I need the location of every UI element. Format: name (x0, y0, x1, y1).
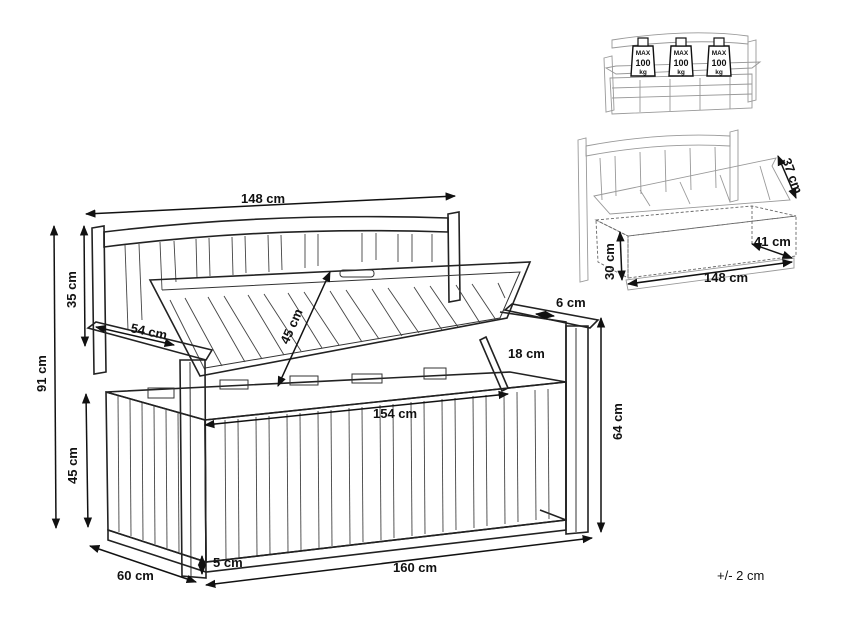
lid-inner-edge (161, 271, 521, 369)
dim-line-lid-diagonal (277, 271, 331, 387)
backrest-slats (124, 233, 433, 331)
label-hinge-arm: 18 cm (508, 346, 545, 361)
lid-handle (339, 269, 375, 278)
box-front-slats (224, 388, 550, 561)
storage-dimensions-inset: 37 cm 41 cm 30 cm 148 cm (577, 129, 806, 291)
weight-capacity-inset: MAX 100 kg MAX 100 kg MAX 100 kg (603, 32, 762, 115)
badge-line2: 100 (673, 58, 688, 68)
badge-line3: kg (639, 69, 647, 76)
dim-line-seat-height (81, 392, 93, 529)
label-backrest-height: 35 cm (64, 271, 79, 308)
dim-line-lid-height (777, 155, 797, 199)
backrest-top-rail (103, 215, 449, 248)
label-seat-height: 45 cm (65, 447, 80, 484)
left-front-post (179, 359, 207, 579)
hinge-icon (289, 375, 319, 386)
label-leg-height: 5 cm (213, 555, 243, 570)
left-armrest (86, 321, 214, 361)
label-lid-diagonal: 45 cm (277, 306, 306, 346)
back-post-left (91, 225, 107, 375)
badge-line1: MAX (636, 50, 651, 57)
dim-line-backrest-width (84, 192, 457, 218)
dim-line-armrest-gap (534, 310, 556, 320)
dim-line-lid-depth (94, 325, 176, 347)
label-box-height: 30 cm (602, 243, 617, 280)
right-side-panel (499, 311, 567, 522)
label-armrest-gap: 6 cm (556, 295, 586, 310)
dim-line-depth (89, 545, 197, 583)
badge-line3: kg (677, 69, 685, 76)
badge-line1: MAX (712, 50, 727, 57)
label-backrest-width: 148 cm (241, 191, 285, 206)
hinge-icon (423, 367, 447, 380)
lid-slats (169, 282, 506, 371)
label-lid-depth: 54 cm (129, 320, 168, 342)
hinge-icon (147, 387, 175, 399)
bottom-rail (107, 519, 567, 573)
label-total-height: 91 cm (34, 355, 49, 392)
dim-line-backrest-height (79, 224, 90, 348)
dim-line-box-depth (751, 243, 793, 259)
box-left-slats (117, 395, 180, 553)
hinge-icon (351, 373, 383, 384)
tolerance-note: +/- 2 cm (717, 568, 764, 583)
hinge-arm (478, 335, 510, 393)
badge-line1: MAX (674, 50, 689, 57)
dim-line-box-height (616, 230, 626, 282)
label-box-width: 148 cm (704, 270, 748, 285)
label-arm-height: 64 cm (610, 403, 625, 440)
badge-line3: kg (715, 69, 723, 76)
label-lid-height: 37 cm (779, 156, 806, 196)
dim-line-box-width (626, 259, 794, 287)
label-total-width: 160 cm (393, 560, 437, 575)
label-depth: 60 cm (117, 568, 154, 583)
label-box-depth: 41 cm (754, 234, 791, 249)
hinge-icon (219, 379, 249, 390)
dim-line-total-height (49, 224, 61, 530)
right-front-post (565, 325, 589, 535)
badge-line2: 100 (635, 58, 650, 68)
main-bench-drawing: 148 cm 54 cm 45 cm 6 cm 18 cm 91 cm 35 c… (34, 191, 625, 589)
dim-line-total-width (204, 534, 594, 589)
dim-line-inner-width (203, 390, 510, 429)
badge-line2: 100 (711, 58, 726, 68)
label-inner-width: 154 cm (373, 406, 417, 421)
weight-badge-icon: MAX 100 kg (668, 37, 694, 77)
weight-badge-icon: MAX 100 kg (706, 37, 732, 77)
weight-badge-icon: MAX 100 kg (630, 37, 656, 77)
lid-frame (148, 261, 532, 377)
